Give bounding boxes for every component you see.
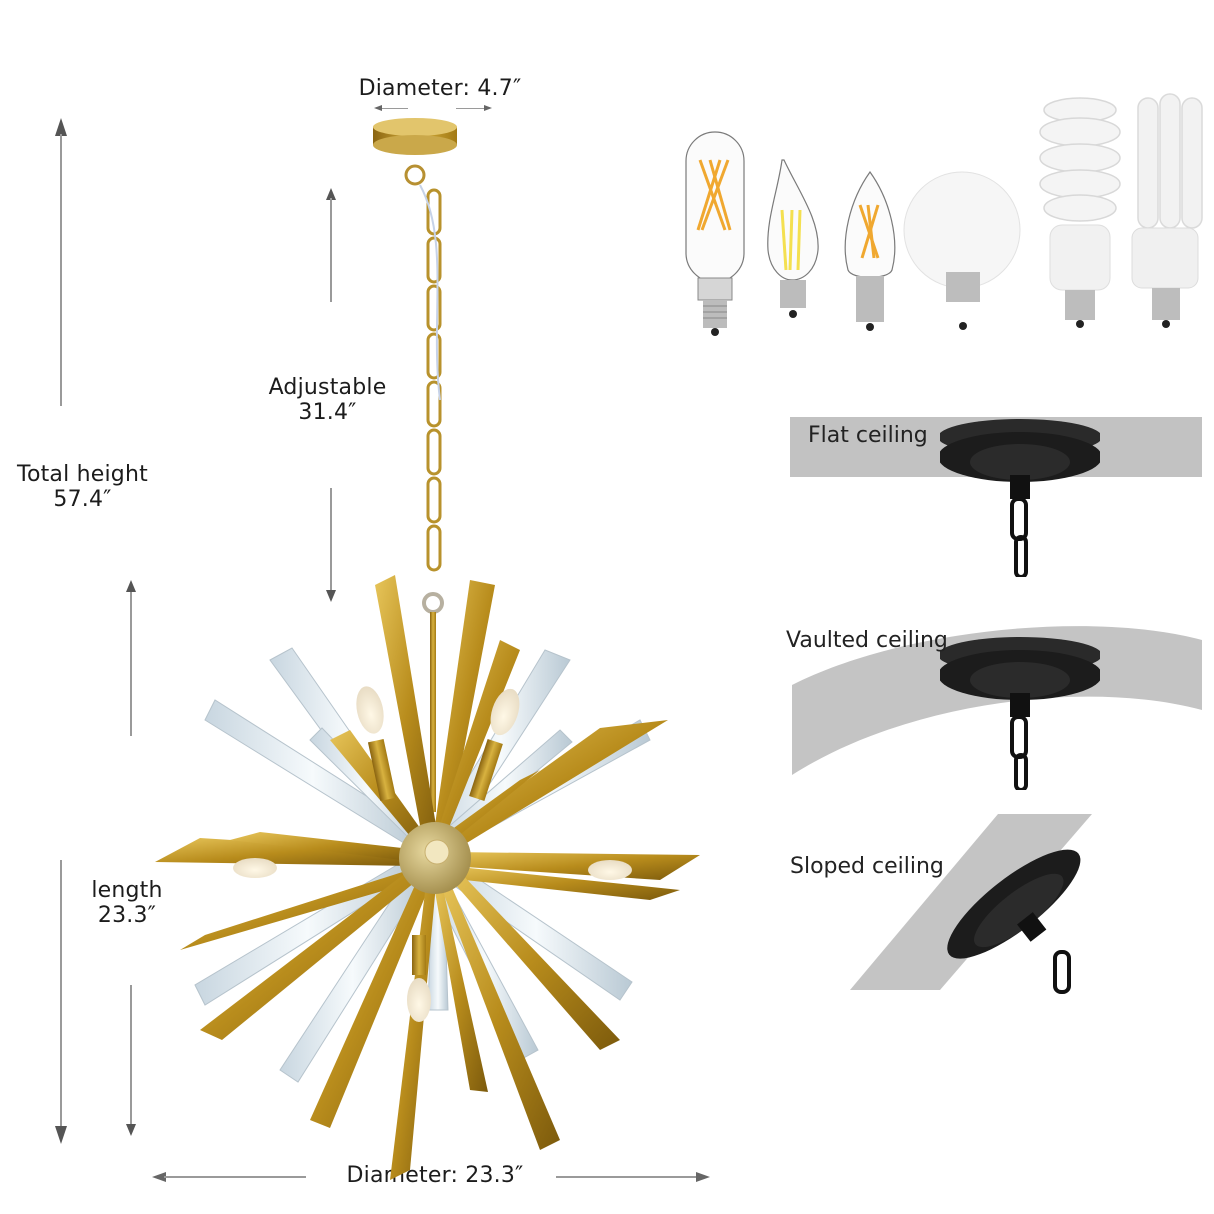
ceiling-canopy-icon: [940, 637, 1100, 790]
chandelier-image: [155, 118, 700, 1180]
canopy-dimension-line-right: [456, 108, 486, 109]
adjustable-label: Adjustable 31.4″: [250, 375, 405, 425]
fixture-diameter-value: 23.3″: [465, 1163, 524, 1188]
fixture-diameter-line-left: [164, 1176, 306, 1178]
length-line-top: [130, 592, 132, 736]
total-height-line-bottom: [60, 860, 62, 1130]
arrow-right-icon: [696, 1172, 710, 1182]
length-line-bottom: [130, 985, 132, 1125]
fixture-diameter-line-right: [556, 1176, 698, 1178]
vaulted-ceiling-surface: [792, 626, 1202, 775]
length-text: length: [91, 878, 163, 903]
arrow-right-icon: [484, 105, 492, 111]
canopy-dimension-line-left: [378, 108, 408, 109]
adjustable-line-top: [330, 198, 332, 302]
sloped-ceiling-surface: [850, 814, 1092, 990]
sputnik-chandelier-icon: [155, 118, 700, 1180]
vaulted-ceiling-panel: Vaulted ceiling: [786, 610, 1202, 790]
spiral-cfl-bulb-icon: [1039, 97, 1121, 328]
arrow-up-icon: [126, 580, 136, 592]
t10-filament-bulb-icon: [685, 131, 745, 336]
total-height-label: Total height 57.4″: [0, 462, 165, 512]
total-height-line-top: [60, 134, 62, 406]
flat-ceiling-panel: Flat ceiling: [790, 417, 1202, 577]
arrow-down-icon: [326, 590, 336, 602]
u-tube-cfl-bulb-icon: [1131, 93, 1203, 328]
candle-filament-bulb-icon: [844, 170, 896, 331]
arrow-left-icon: [374, 105, 382, 111]
arrow-up-icon: [55, 118, 67, 136]
canopy-diameter-text: Diameter: [358, 76, 463, 101]
compatible-bulbs-row: [670, 80, 1214, 350]
arrow-up-icon: [326, 188, 336, 200]
adjustable-line-bottom: [330, 488, 332, 592]
flat-ceiling-label: Flat ceiling: [808, 423, 928, 448]
flame-tip-filament-bulb-icon: [767, 159, 819, 318]
adjustable-value: 31.4″: [298, 400, 357, 425]
sloped-ceiling-label: Sloped ceiling: [790, 854, 944, 879]
arrow-down-icon: [126, 1124, 136, 1136]
canopy-diameter-value: 4.7″: [477, 76, 522, 101]
ceiling-canopy-icon: [947, 849, 1081, 994]
arrow-left-icon: [152, 1172, 166, 1182]
arrow-down-icon: [55, 1126, 67, 1144]
total-height-value: 57.4″: [53, 487, 112, 512]
fixture-diameter-label: Diameter: 23.3″: [320, 1163, 550, 1188]
vaulted-ceiling-label: Vaulted ceiling: [786, 628, 948, 653]
ceiling-canopy-icon: [940, 419, 1100, 577]
length-value: 23.3″: [97, 903, 157, 928]
total-height-text: Total height: [17, 462, 148, 487]
globe-led-bulb-icon: [903, 171, 1021, 330]
length-label: length 23.3″: [62, 878, 192, 928]
adjustable-text: Adjustable: [268, 375, 387, 400]
bulb-options-icon: [685, 93, 1203, 336]
canopy-diameter-label: Diameter: 4.7″: [358, 76, 522, 101]
sloped-ceiling-panel: Sloped ceiling: [790, 812, 1202, 1002]
